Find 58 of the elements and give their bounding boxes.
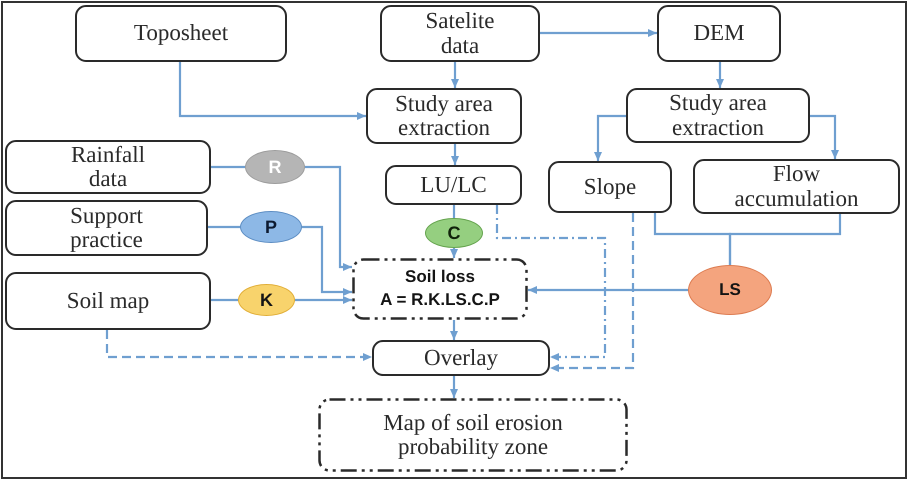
connector-line <box>208 226 240 228</box>
arrow <box>295 296 352 304</box>
data-box <box>5 272 211 330</box>
factor-circle <box>238 284 295 316</box>
box-label: Rainfall data <box>70 142 146 192</box>
process-box <box>626 88 810 143</box>
arrow <box>810 114 839 159</box>
data-box <box>75 5 287 62</box>
arrow <box>540 29 657 37</box>
arrow <box>451 62 459 88</box>
formula-text: A = R.K.LS.C.P <box>380 289 500 311</box>
box-label: Flow accumulation <box>734 162 860 211</box>
output-box <box>318 398 628 472</box>
connector-line <box>728 214 842 265</box>
process-box <box>693 159 900 214</box>
arrow <box>305 166 352 271</box>
data-box <box>380 5 540 62</box>
process-box <box>385 165 522 205</box>
connector-line <box>452 205 456 218</box>
arrow <box>451 144 459 165</box>
process-box <box>548 161 672 213</box>
arrow <box>528 286 688 294</box>
box-label: Toposheet <box>134 21 228 46</box>
box-label: Support practice <box>69 204 144 252</box>
box-label: Map of soil erosion probability zone <box>382 410 564 460</box>
factor-circle <box>425 218 483 248</box>
data-box <box>5 200 208 256</box>
dashed-arrow <box>106 330 372 361</box>
box-label: LU/LC <box>420 172 487 198</box>
formula-heading: Soil loss <box>405 266 475 288</box>
box-label: DEM <box>693 21 745 46</box>
connector-line <box>211 166 245 168</box>
data-box <box>657 5 781 62</box>
process-box <box>372 340 550 376</box>
box-label: Overlay <box>424 346 498 370</box>
arrow <box>594 114 626 161</box>
box-label: Slope <box>584 174 636 200</box>
box-label: Study area extraction <box>668 91 768 140</box>
dashed-arrow <box>496 205 606 361</box>
arrow <box>450 376 458 398</box>
arrow <box>716 62 724 88</box>
arrow <box>178 62 366 120</box>
connector-line <box>211 298 238 302</box>
process-box <box>366 88 522 144</box>
box-label: Satelite data <box>424 9 496 58</box>
dashed-arrow <box>550 213 634 372</box>
factor-letter: K <box>260 290 273 310</box>
data-box <box>5 140 211 194</box>
factor-letter: LS <box>719 281 741 299</box>
box-label: Soil map <box>66 288 150 314</box>
arrow <box>302 226 352 296</box>
box-label: Study area extraction <box>394 92 494 140</box>
factor-letter: P <box>264 218 277 236</box>
arrow <box>450 248 458 258</box>
factor-letter: R <box>268 158 282 176</box>
formula-box <box>352 258 528 320</box>
arrow <box>450 320 458 340</box>
factor-letter: C <box>448 224 460 242</box>
